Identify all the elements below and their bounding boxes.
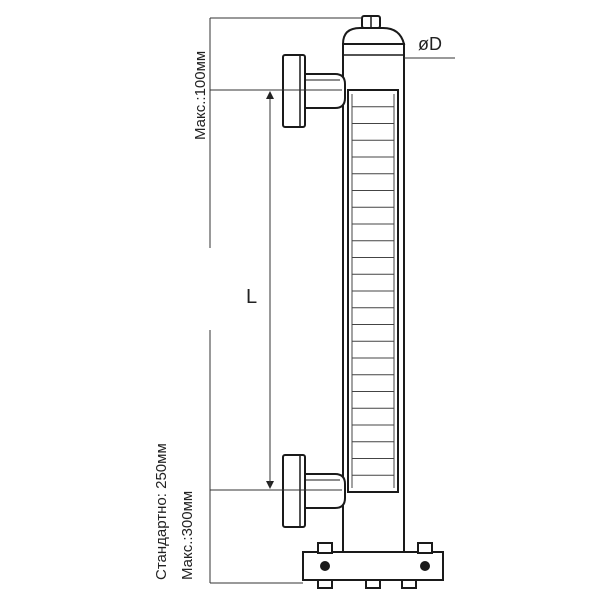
bottom-flange: [302, 542, 444, 589]
dimension-lines: [209, 17, 455, 584]
top-clearance-label: Макс.:100мм: [192, 51, 209, 140]
bottom-max-label: Макс.:300мм: [179, 491, 196, 580]
bottom-standard-label: Стандартно: 250мм: [153, 443, 170, 580]
upper-flange: [282, 54, 346, 128]
diameter-label: øD: [418, 34, 442, 54]
lower-flange: [282, 454, 346, 528]
length-label: L: [246, 286, 257, 308]
top-dome: [341, 27, 406, 45]
indicator-scale: [347, 89, 399, 493]
